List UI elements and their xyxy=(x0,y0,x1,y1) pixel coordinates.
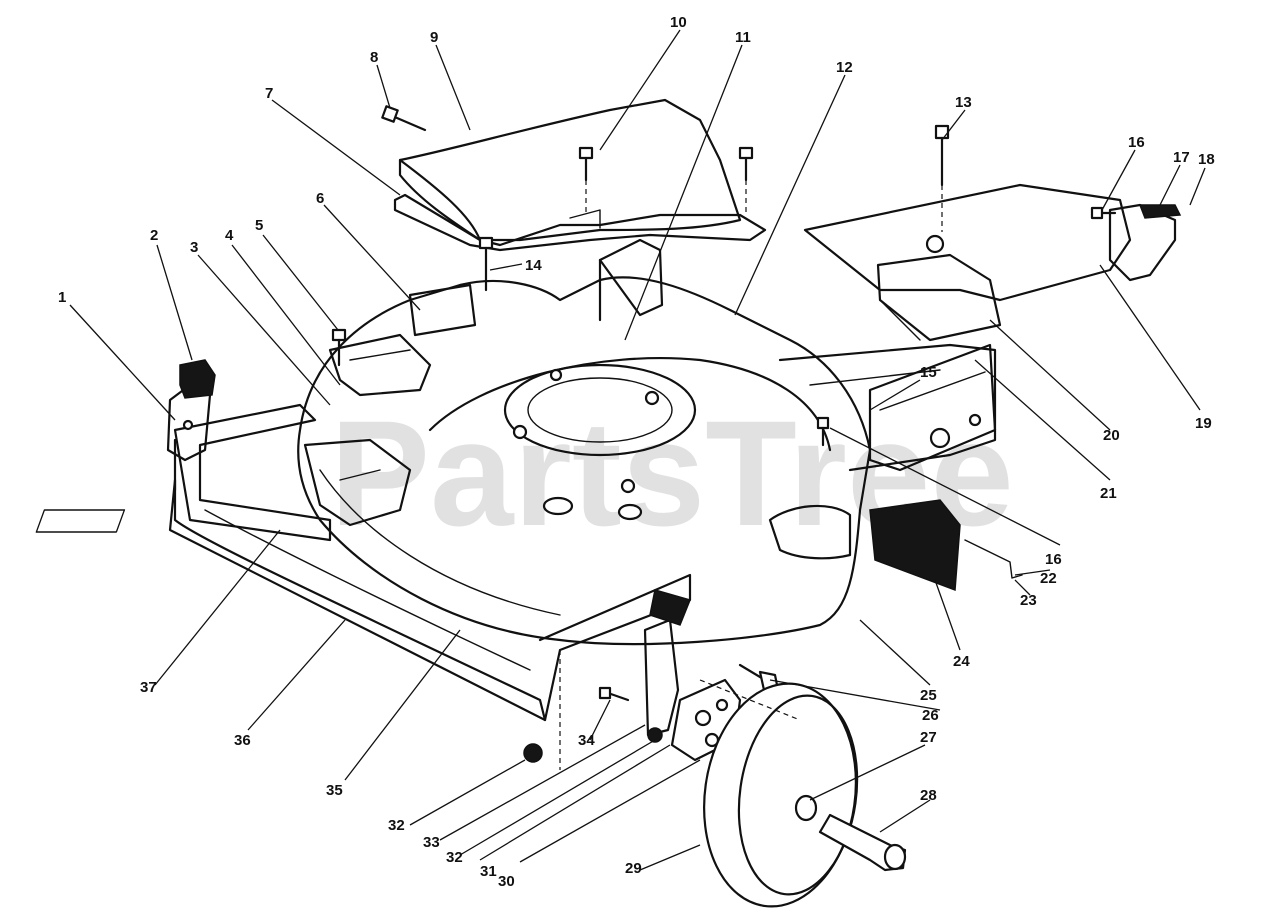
callout-label: 14 xyxy=(525,257,542,274)
callout-label: 26 xyxy=(922,707,939,724)
front-left-height-adjuster xyxy=(166,359,216,462)
callout-label: 12 xyxy=(836,59,853,76)
callout-label: 4 xyxy=(225,227,234,244)
callout-label: 8 xyxy=(370,49,378,66)
mower-deck-housing xyxy=(297,238,872,646)
callout-label: 9 xyxy=(430,29,438,46)
callout-label: 6 xyxy=(316,190,324,207)
callout-label: 16 xyxy=(1128,134,1145,151)
callout-label: 24 xyxy=(953,653,970,670)
callout-label: 37 xyxy=(140,679,157,696)
callout-label: 36 xyxy=(234,732,251,749)
callout-label: 33 xyxy=(423,834,440,851)
wheel-assembly xyxy=(523,589,907,908)
callout-label: 5 xyxy=(255,217,263,234)
rear-flap xyxy=(869,499,961,592)
callout-label: 13 xyxy=(955,94,972,111)
callout-label: 28 xyxy=(920,787,937,804)
callout-label: 15 xyxy=(920,364,937,381)
callout-label: 32 xyxy=(446,849,463,866)
callout-label: 27 xyxy=(920,729,937,746)
callout-label: 21 xyxy=(1100,485,1117,502)
deck-baffles xyxy=(303,283,477,527)
callout-label: 23 xyxy=(1020,592,1037,609)
callout-label: 34 xyxy=(578,732,595,749)
chute-cover-door xyxy=(393,98,767,252)
callout-label: 30 xyxy=(498,873,515,890)
callout-label: 31 xyxy=(480,863,497,880)
callout-label: 22 xyxy=(1040,570,1057,587)
callout-label: 3 xyxy=(190,239,198,256)
callout-label: 16 xyxy=(1045,551,1062,568)
callout-label: 2 xyxy=(150,227,158,244)
callout-label: 25 xyxy=(920,687,937,704)
callout-label: 19 xyxy=(1195,415,1212,432)
callout-label: 20 xyxy=(1103,427,1120,444)
callout-label: 1 xyxy=(58,289,66,306)
callout-label: 35 xyxy=(326,782,343,799)
callout-label: 29 xyxy=(625,860,642,877)
callout-label: 10 xyxy=(670,14,687,31)
callout-leaders xyxy=(69,29,1206,871)
callout-label: 7 xyxy=(265,85,273,102)
callout-label: 17 xyxy=(1173,149,1190,166)
alignment-lines xyxy=(559,180,943,770)
side-discharge-deflector xyxy=(803,183,1182,342)
callout-label: 32 xyxy=(388,817,405,834)
callout-label: 18 xyxy=(1198,151,1215,168)
callout-label: 11 xyxy=(735,29,751,46)
callout-labels: 1 2 3 4 5 6 7 8 9 10 11 12 13 14 15 16 1… xyxy=(58,14,1215,890)
